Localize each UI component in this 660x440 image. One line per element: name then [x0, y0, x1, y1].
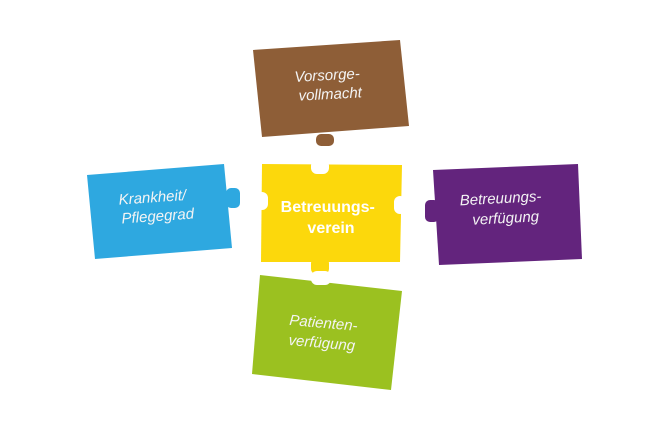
svg-text:Patienten- verfügung: Patienten- verfügung: [287, 312, 363, 355]
piece-betreuungsverfuegung: Betreuungs- verfügung: [425, 164, 582, 265]
piece-vorsorgevollmacht: Vorsorge- vollmacht: [253, 40, 409, 146]
label-line2: Pflegegrad: [121, 205, 195, 227]
label-line2: verfügung: [288, 332, 357, 355]
svg-text:Vorsorge- vollmacht: Vorsorge- vollmacht: [294, 65, 365, 105]
svg-text:Krankheit/ Pflegegrad: Krankheit/ Pflegegrad: [118, 186, 195, 227]
label-line2: verfügung: [472, 208, 540, 229]
label-line1: Krankheit/: [118, 187, 188, 209]
label-line2: vollmacht: [298, 84, 363, 104]
piece-patientenverfuegung: Patienten- verfügung: [252, 271, 402, 390]
label-line1: Vorsorge-: [294, 65, 360, 85]
label-line1: Betreuungs-: [459, 188, 541, 209]
svg-text:Betreuungs- verfügung: Betreuungs- verfügung: [459, 188, 547, 229]
label-line1: Betreuungs-: [281, 199, 375, 216]
piece-krankheit-pflegegrad: Krankheit/ Pflegegrad: [87, 164, 240, 259]
label-line2: verein: [307, 220, 354, 237]
svg-text:Betreuungs- verein: Betreuungs- verein: [281, 199, 380, 237]
label-line1: Patienten-: [289, 312, 359, 335]
piece-betreuungsverein: Betreuungs- verein: [256, 160, 406, 274]
